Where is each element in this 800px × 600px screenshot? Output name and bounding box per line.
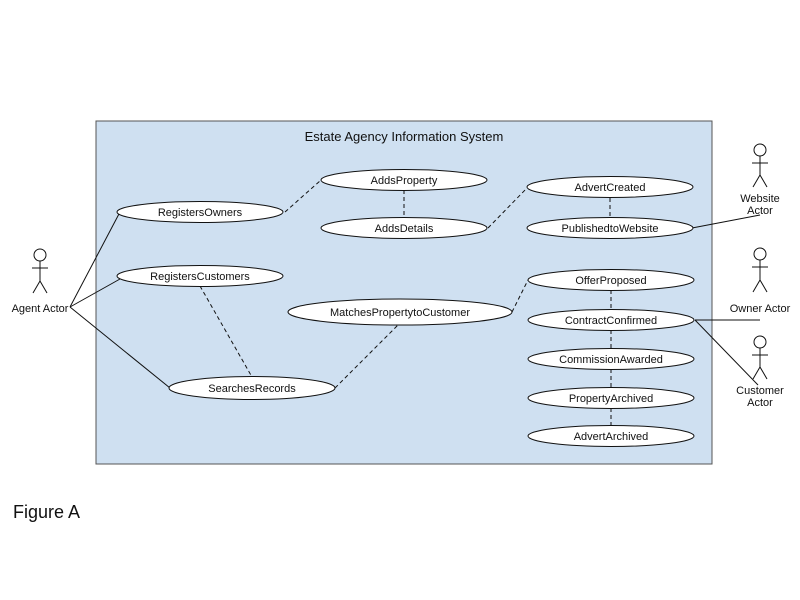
actor-label-owner: Owner Actor	[730, 303, 791, 315]
dep-matches-offerproposed	[511, 279, 529, 313]
usecase-contractconfirmed	[527, 309, 695, 331]
customer-actor-icon	[752, 335, 768, 380]
assoc-customer-contract	[694, 319, 759, 386]
label-addsproperty: AddsProperty	[371, 175, 438, 187]
usecase-advertarchived	[527, 425, 695, 447]
actor-label-agent: Agent Actor	[12, 303, 69, 315]
label-offerproposed: OfferProposed	[575, 275, 646, 287]
dep-registersowners-addsproperty	[284, 179, 322, 213]
usecase-addsproperty	[320, 169, 488, 191]
assoc-website-published	[691, 214, 761, 229]
usecase-registersowners	[116, 201, 284, 223]
usecase-advertcreated	[526, 176, 694, 198]
assoc-agent-registerscustomers	[69, 278, 121, 308]
label-commissionawarded: CommissionAwarded	[559, 354, 663, 366]
actor-label-customer-1: Customer	[736, 385, 784, 397]
usecase-searchesrecords	[168, 376, 336, 400]
label-addsdetails: AddsDetails	[375, 223, 434, 235]
actor-label-website-1: Website	[740, 193, 780, 205]
label-searchesrecords: SearchesRecords	[208, 383, 296, 395]
actor-label-website-2: Actor	[747, 205, 773, 217]
dep-registerscustomers-searchesrecords	[199, 285, 253, 378]
usecase-publishedtowebsite	[526, 217, 694, 239]
dependency-lines	[199, 179, 612, 426]
usecase-registerscustomers	[116, 265, 284, 287]
label-registersowners: RegistersOwners	[158, 207, 243, 219]
figure-caption: Figure A	[13, 502, 80, 522]
system-title: Estate Agency Information System	[305, 129, 504, 144]
label-advertarchived: AdvertArchived	[574, 431, 649, 443]
assoc-agent-searchesrecords	[69, 306, 171, 389]
label-registerscustomers: RegistersCustomers	[150, 271, 250, 283]
actor-label-customer-2: Actor	[747, 397, 773, 409]
label-contractconfirmed: ContractConfirmed	[565, 315, 657, 327]
owner-actor-icon	[752, 247, 768, 293]
label-publishedtowebsite: PublishedtoWebsite	[561, 223, 658, 235]
dep-searchesrecords-matches	[334, 324, 399, 389]
agent-actor-icon	[32, 248, 48, 294]
label-advertcreated: AdvertCreated	[575, 182, 646, 194]
usecase-propertyarchived	[527, 387, 695, 409]
assoc-agent-registersowners	[69, 211, 121, 308]
dep-addsdetails-advertcreated	[487, 187, 528, 229]
label-propertyarchived: PropertyArchived	[569, 393, 653, 405]
usecase-matchespropertytocustomer	[287, 298, 513, 326]
association-lines	[69, 211, 761, 389]
usecase-offerproposed	[527, 269, 695, 291]
usecase-commissionawarded	[527, 348, 695, 370]
website-actor-icon	[752, 143, 768, 188]
label-matchespropertytocustomer: MatchesPropertytoCustomer	[330, 307, 470, 319]
usecase-addsdetails	[320, 217, 488, 239]
